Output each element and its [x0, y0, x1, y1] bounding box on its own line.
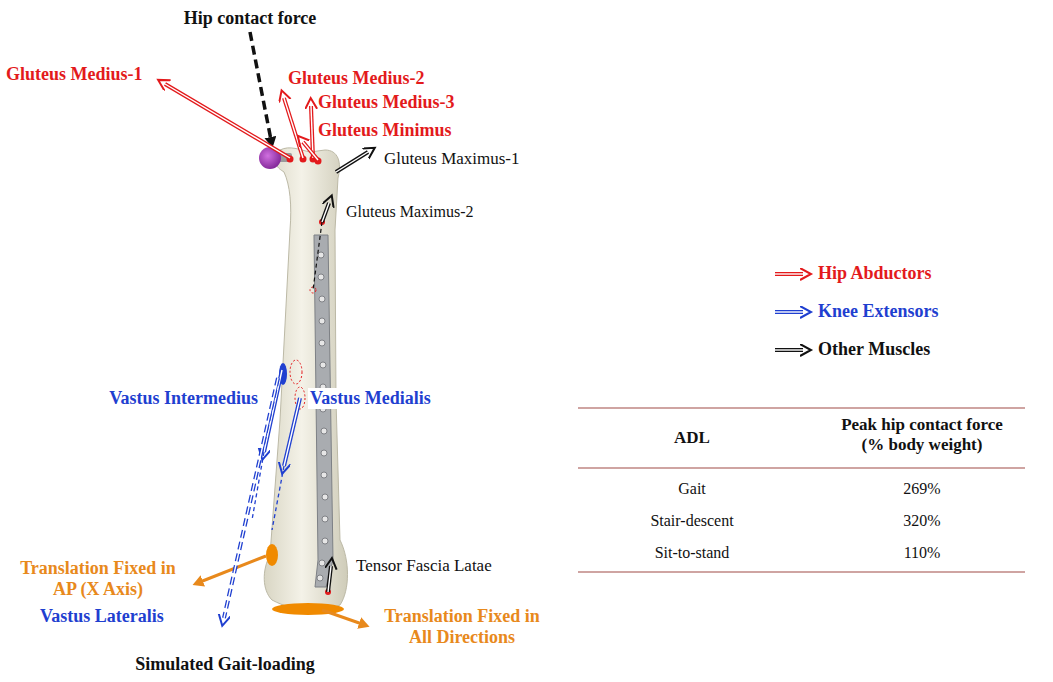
- boundary-condition: [322, 610, 362, 624]
- bone-plate: [321, 450, 327, 456]
- muscle-label: Gluteus Minimus: [318, 120, 452, 141]
- bone-plate: [319, 340, 325, 346]
- legend-text: Hip Abductors: [818, 263, 932, 284]
- abductor-arrow: [284, 98, 303, 158]
- abductor-arrow: [165, 84, 290, 158]
- muscle-label: Gluteus Maximus-1: [384, 149, 520, 169]
- bone-plate: [314, 235, 333, 587]
- abductor-arrow: [303, 142, 318, 160]
- table-cell: 320%: [903, 512, 940, 530]
- bone-plate: [319, 318, 325, 324]
- muscle-arrow: [322, 203, 329, 222]
- abductor-arrow: [303, 142, 318, 160]
- legend-text: Knee Extensors: [818, 301, 939, 322]
- bone-plate: [318, 252, 324, 258]
- figure-caption: Simulated Gait-loading: [135, 654, 315, 675]
- abductor-arrow: [165, 84, 318, 160]
- legend-sample: [775, 310, 803, 314]
- force-label: Hip contact force: [184, 8, 317, 29]
- attachment-marker: [290, 360, 302, 384]
- bone-plate: [321, 472, 327, 478]
- legend-sample: [775, 273, 803, 274]
- muscle-label: Vastus Medialis: [308, 388, 433, 409]
- extensor-arrow: [272, 466, 284, 530]
- table-rule: [578, 408, 1025, 572]
- table-cell: Sit-to-stand: [655, 544, 730, 562]
- muscle-label: Gluteus Medius-1: [6, 64, 143, 85]
- bone-plate: [322, 494, 328, 500]
- table-cell: 269%: [903, 480, 940, 498]
- extensor-arrow: [264, 370, 282, 452]
- bone-plate: [318, 274, 324, 280]
- legend-sample: [775, 311, 803, 312]
- attachment-marker: [279, 156, 331, 596]
- muscle-arrow: [328, 566, 331, 592]
- constraint-label: Translation Fixed in All Directions: [376, 606, 548, 647]
- muscle-label: Vastus Lateralis: [40, 606, 164, 627]
- muscle-arrow: [336, 152, 368, 172]
- extensor-arrow: [224, 378, 278, 618]
- legend-sample: [775, 348, 803, 352]
- bone-plate: [319, 296, 325, 302]
- table-header: Peak hip contact force (% body weight): [837, 415, 1007, 454]
- extensor-arrow: [284, 398, 300, 466]
- muscle-label: Gluteus Medius-2: [288, 68, 425, 89]
- table-rule: [578, 571, 1025, 572]
- bone-plate: [317, 252, 328, 581]
- table-rule: [578, 467, 1025, 468]
- muscle-label: Vastus Intermedius: [109, 388, 258, 409]
- muscle-label: Gluteus Medius-3: [318, 92, 455, 113]
- muscle-label: Gluteus Maximus-2: [346, 203, 474, 221]
- legend-text: Other Muscles: [818, 339, 930, 360]
- legend-sample: [775, 274, 803, 350]
- hip-force-arrow: [250, 32, 271, 140]
- femur-bone: [259, 147, 348, 611]
- constraint-label: Translation Fixed in AP (X Axis): [12, 558, 184, 599]
- table-cell: Stair-descent: [650, 512, 733, 530]
- muscle-arrow: [322, 203, 329, 222]
- table-rule: [578, 407, 1025, 408]
- bone-plate: [320, 362, 326, 368]
- table-cell: 110%: [904, 544, 941, 562]
- table-header: ADL: [674, 428, 710, 448]
- abductor-arrow: [165, 84, 290, 158]
- legend-sample: [775, 272, 803, 276]
- extensor-arrow: [224, 378, 278, 618]
- muscle-arrow: [328, 566, 331, 592]
- legend-sample: [775, 349, 803, 350]
- muscle-arrow: [313, 222, 322, 290]
- bone-plate: [314, 235, 333, 587]
- extensor-arrow: [284, 398, 300, 466]
- table-cell: Gait: [678, 480, 706, 498]
- bone-plate: [321, 428, 327, 434]
- abductor-arrow: [284, 98, 303, 158]
- bone-plate: [317, 575, 323, 581]
- hip-force-arrow: [250, 32, 271, 140]
- extensor-arrow: [252, 452, 264, 520]
- muscle-arrow: [336, 152, 368, 172]
- bone-plate: [322, 516, 328, 522]
- bone-plate: [322, 538, 328, 544]
- extensor-arrow: [264, 370, 282, 452]
- boundary-condition: [266, 544, 278, 566]
- muscle-label: Tensor Fascia Latae: [356, 556, 492, 576]
- bone-plate: [319, 560, 325, 566]
